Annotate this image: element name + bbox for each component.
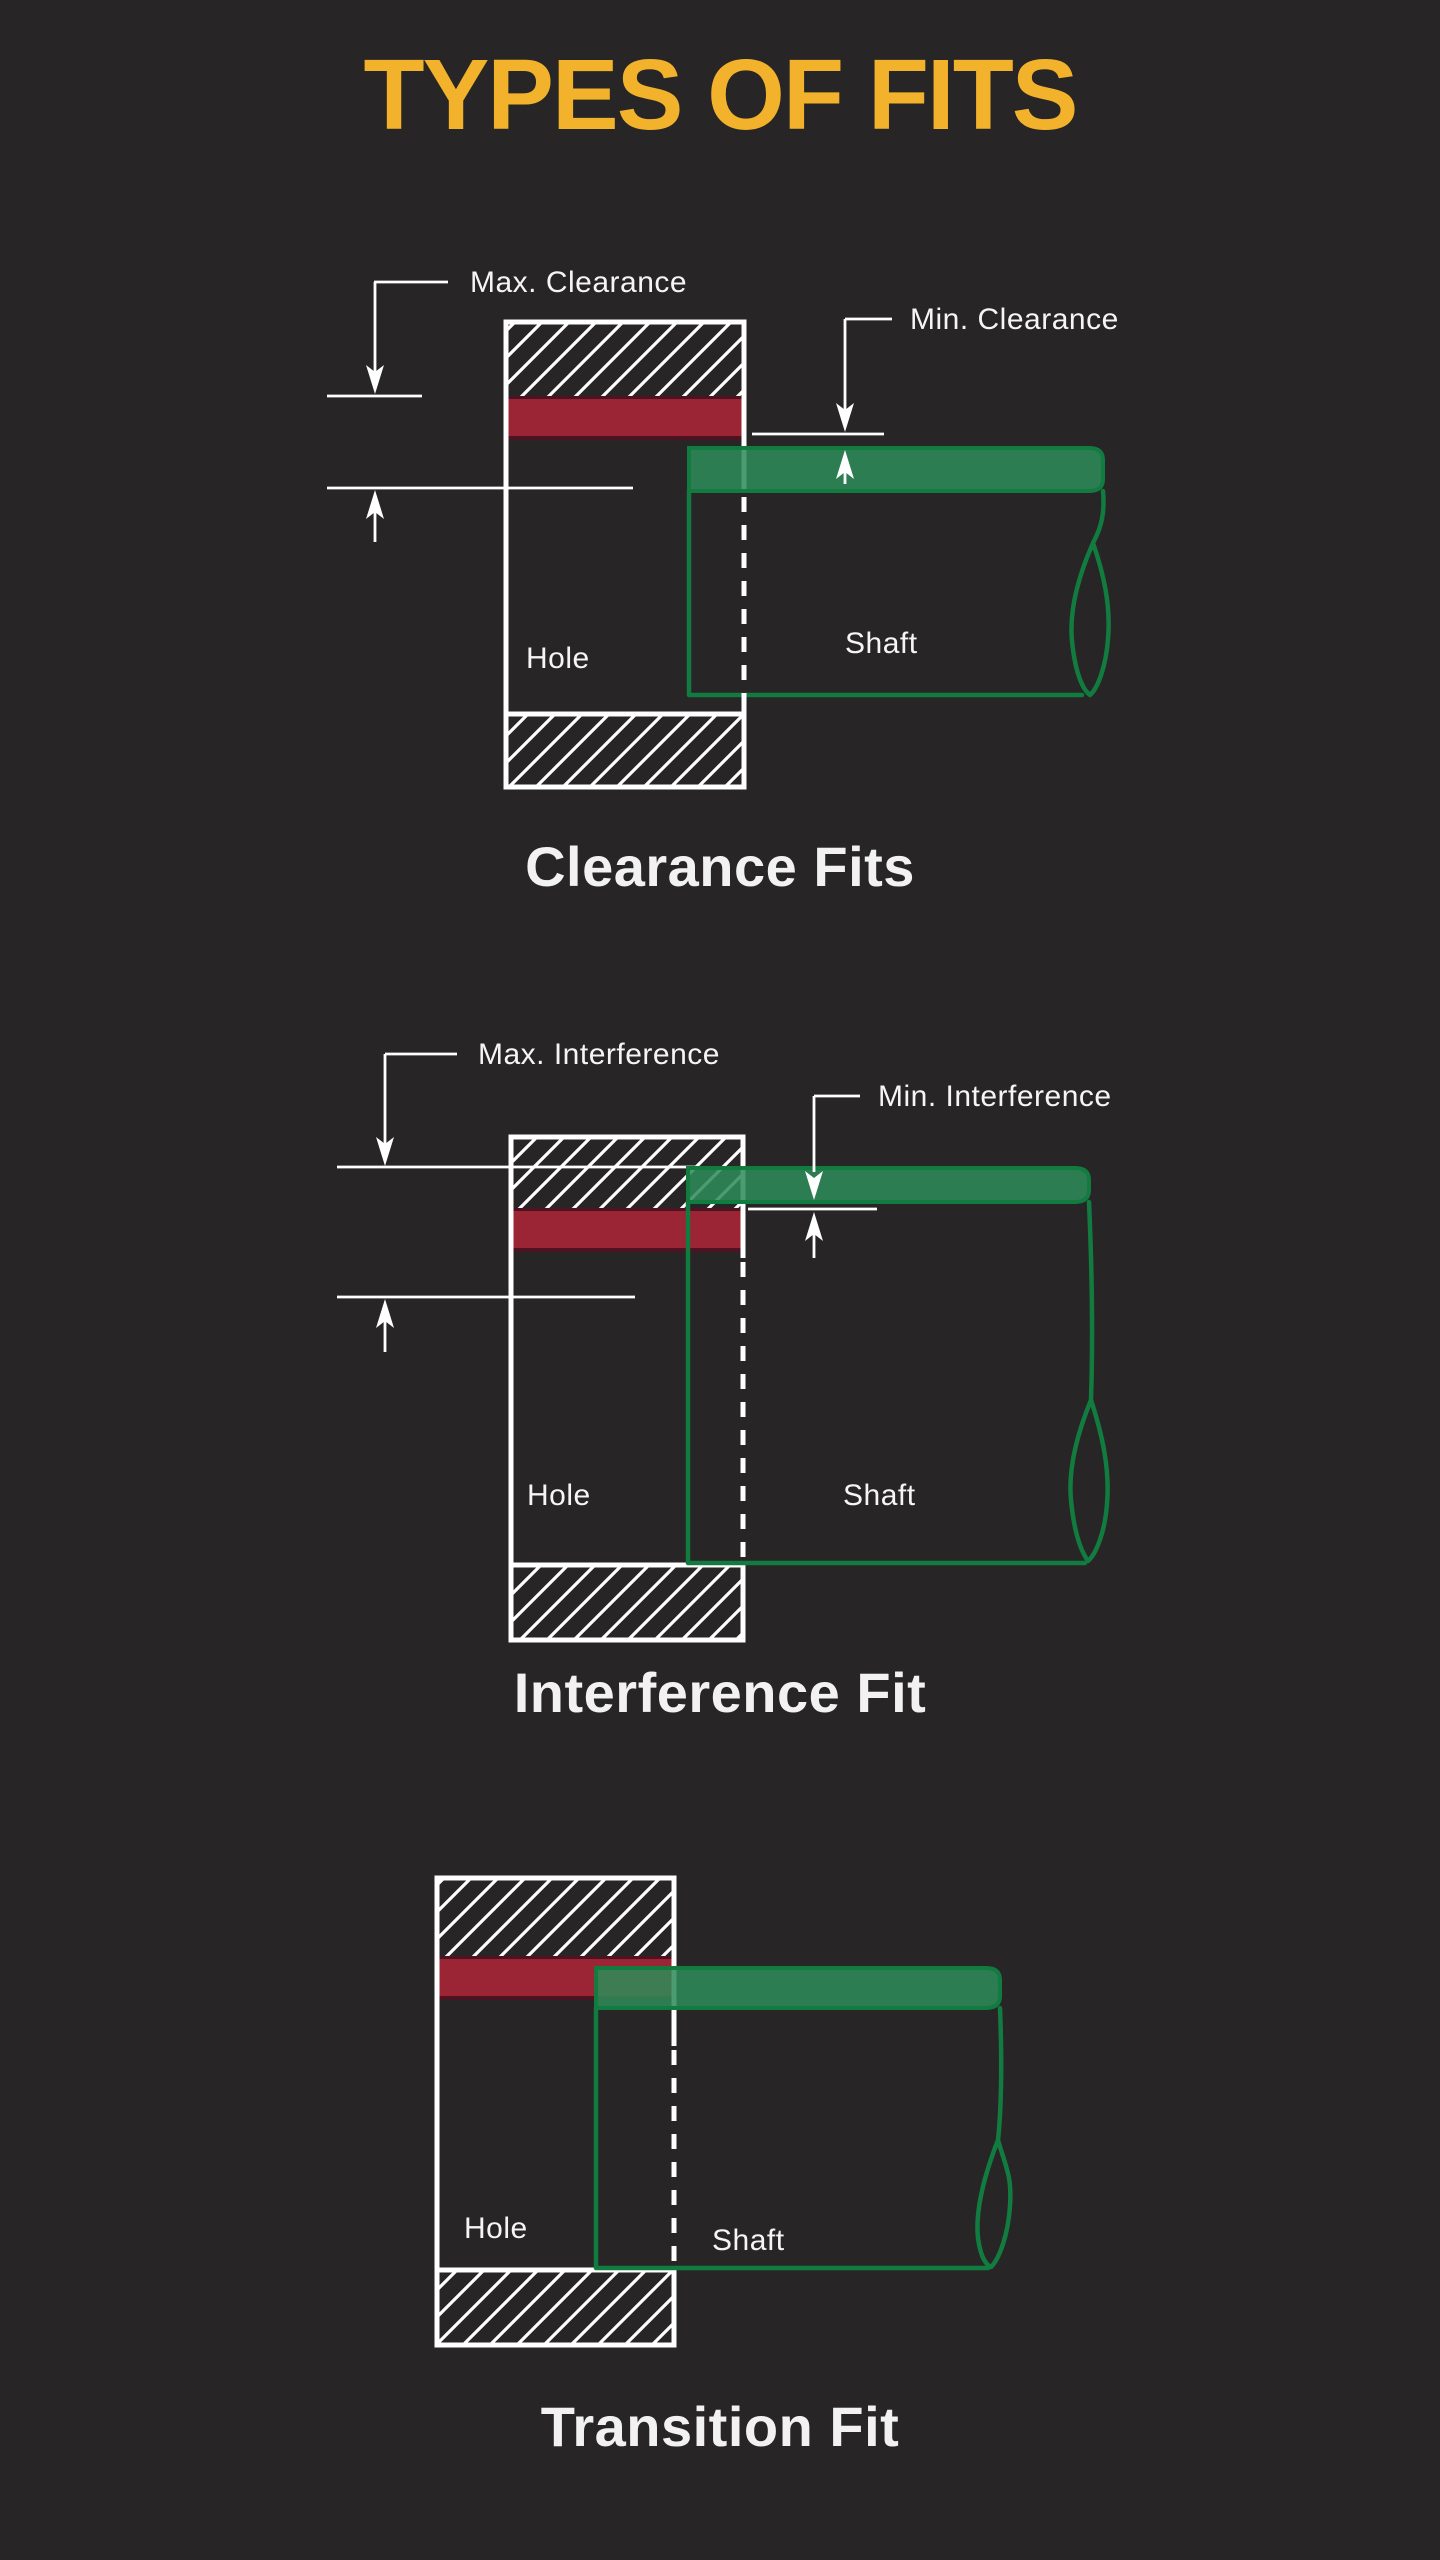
hole-hatch-top <box>437 1878 674 1956</box>
shaft-label: Shaft <box>843 1479 916 1512</box>
interference-fit-drawing: Max. Interference Min. Interference Hole… <box>337 1038 1112 1643</box>
shaft-drawing <box>686 446 1111 714</box>
hole-label: Hole <box>527 1479 591 1512</box>
figure-caption: Interference Fit <box>513 1661 927 1724</box>
min-clearance-leader <box>843 317 892 414</box>
dimension-annotations: Max. Interference Min. Interference <box>337 1038 1112 1352</box>
dimension-annotations: Max. Clearance Min. Clearance <box>327 266 1119 542</box>
hole-label: Hole <box>464 2212 528 2245</box>
shaft-tolerance-zone <box>686 1166 1091 1204</box>
down-arrow-icon <box>366 365 384 394</box>
shaft-min-level-line <box>327 486 633 542</box>
shaft-drawing <box>685 1166 1110 1566</box>
hole-hatch-bottom <box>503 711 747 790</box>
hole-tolerance-zone <box>506 399 744 436</box>
shaft-body-outline <box>593 2005 991 2271</box>
hole-tolerance-zone <box>511 1211 743 1248</box>
up-arrow-icon <box>805 1212 823 1241</box>
hole-min-level-line <box>337 1295 635 1352</box>
up-arrow-icon <box>366 490 384 519</box>
max-clearance-leader <box>373 280 448 372</box>
hole-hatch-top <box>506 322 744 396</box>
up-arrow-icon <box>836 450 854 479</box>
max-clearance-label: Max. Clearance <box>470 266 687 299</box>
hole-outline <box>503 319 747 714</box>
up-arrow-icon <box>376 1299 394 1328</box>
shaft-tolerance-zone <box>687 446 1105 493</box>
hole-cross-section <box>508 1134 746 1643</box>
figure-caption: Transition Fit <box>540 2395 900 2458</box>
page-title: TYPES OF FITS <box>363 39 1079 151</box>
shaft-break-loop <box>1069 488 1111 698</box>
max-interference-leader <box>383 1052 457 1144</box>
hole-cross-section <box>434 1875 677 2348</box>
down-arrow-icon <box>376 1137 394 1166</box>
hole-outline <box>434 1875 677 2270</box>
down-arrow-icon <box>836 403 854 432</box>
shaft-break-loop <box>975 2005 1013 2270</box>
shaft-label: Shaft <box>845 627 918 660</box>
min-interference-leader <box>812 1094 860 1172</box>
max-interference-label: Max. Interference <box>478 1038 720 1071</box>
min-clearance-label: Min. Clearance <box>910 303 1119 336</box>
shaft-break-loop <box>1068 1199 1110 1564</box>
transition-fit-drawing: Hole Shaft <box>434 1875 1013 2348</box>
down-arrow-icon <box>805 1171 823 1200</box>
hole-label: Hole <box>526 642 590 675</box>
figure-caption: Clearance Fits <box>525 835 915 898</box>
shaft-label: Shaft <box>712 2224 785 2257</box>
shaft-body-outline <box>686 488 1085 698</box>
hole-hatch-bottom <box>508 1562 746 1643</box>
clearance-fit-drawing: Max. Clearance Min. Clearance Hole Shaft <box>327 266 1119 790</box>
hole-hatch-bottom <box>434 2267 677 2348</box>
hole-cross-section <box>503 319 747 790</box>
shaft-body-outline <box>685 1199 1088 1566</box>
shaft-tolerance-zone <box>594 1966 1002 2010</box>
shaft-drawing <box>593 1966 1013 2271</box>
min-interference-label: Min. Interference <box>878 1080 1112 1113</box>
